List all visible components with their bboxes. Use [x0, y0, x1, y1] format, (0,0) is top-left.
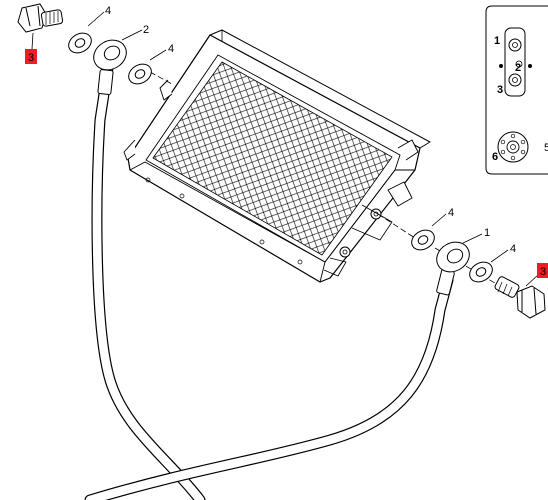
oil-hose — [84, 62, 455, 500]
callout-washer-top-b: 4 — [168, 43, 174, 55]
inset-detail — [485, 5, 548, 175]
callout-bolt-right: 3 — [540, 266, 546, 278]
callout-banjo-top: 2 — [143, 24, 149, 36]
banjo-bolt-right — [494, 276, 546, 319]
inset-flange — [497, 131, 529, 163]
inset-label-6: 6 — [492, 151, 498, 163]
inset-label-2: 2 — [515, 62, 521, 74]
callout-highlight-right — [537, 263, 548, 278]
cooler-mount-tab — [159, 79, 173, 101]
banjo-fitting-right — [436, 241, 470, 273]
callout-highlight-top — [25, 49, 37, 64]
callout-washer-right-b: 4 — [510, 243, 516, 255]
inset-label-3: 3 — [497, 84, 503, 96]
cooler-mesh-core — [152, 61, 393, 256]
callout-washer-right-a: 4 — [448, 207, 454, 219]
callout-bolt-top-left: 3 — [28, 52, 34, 64]
cooler-bracket — [387, 181, 413, 207]
cooler-port-lower — [339, 246, 351, 258]
banjo-fitting-top — [93, 39, 127, 71]
inset-label-1: 1 — [494, 35, 500, 47]
right-fittings — [411, 229, 546, 319]
sealing-washer-top-b — [128, 63, 152, 85]
sealing-washer-top-a — [68, 32, 92, 54]
inset-label-5-clipped: 5 — [544, 142, 548, 154]
callouts: 3 4 2 4 4 1 4 3 — [25, 5, 548, 287]
hose-ferrule-right — [436, 268, 455, 296]
oil-cooler — [123, 29, 431, 283]
hose-ferrule-top — [97, 69, 114, 95]
callout-washer-top-a: 4 — [105, 5, 111, 17]
top-fittings — [17, 3, 152, 85]
sealing-washer-right-a — [411, 229, 435, 251]
banjo-bolt-top — [17, 3, 64, 33]
sealing-washer-right-b — [469, 261, 493, 283]
inset-labels: 1 2 3 6 5 — [492, 35, 548, 163]
callout-banjo-right: 1 — [484, 227, 490, 239]
